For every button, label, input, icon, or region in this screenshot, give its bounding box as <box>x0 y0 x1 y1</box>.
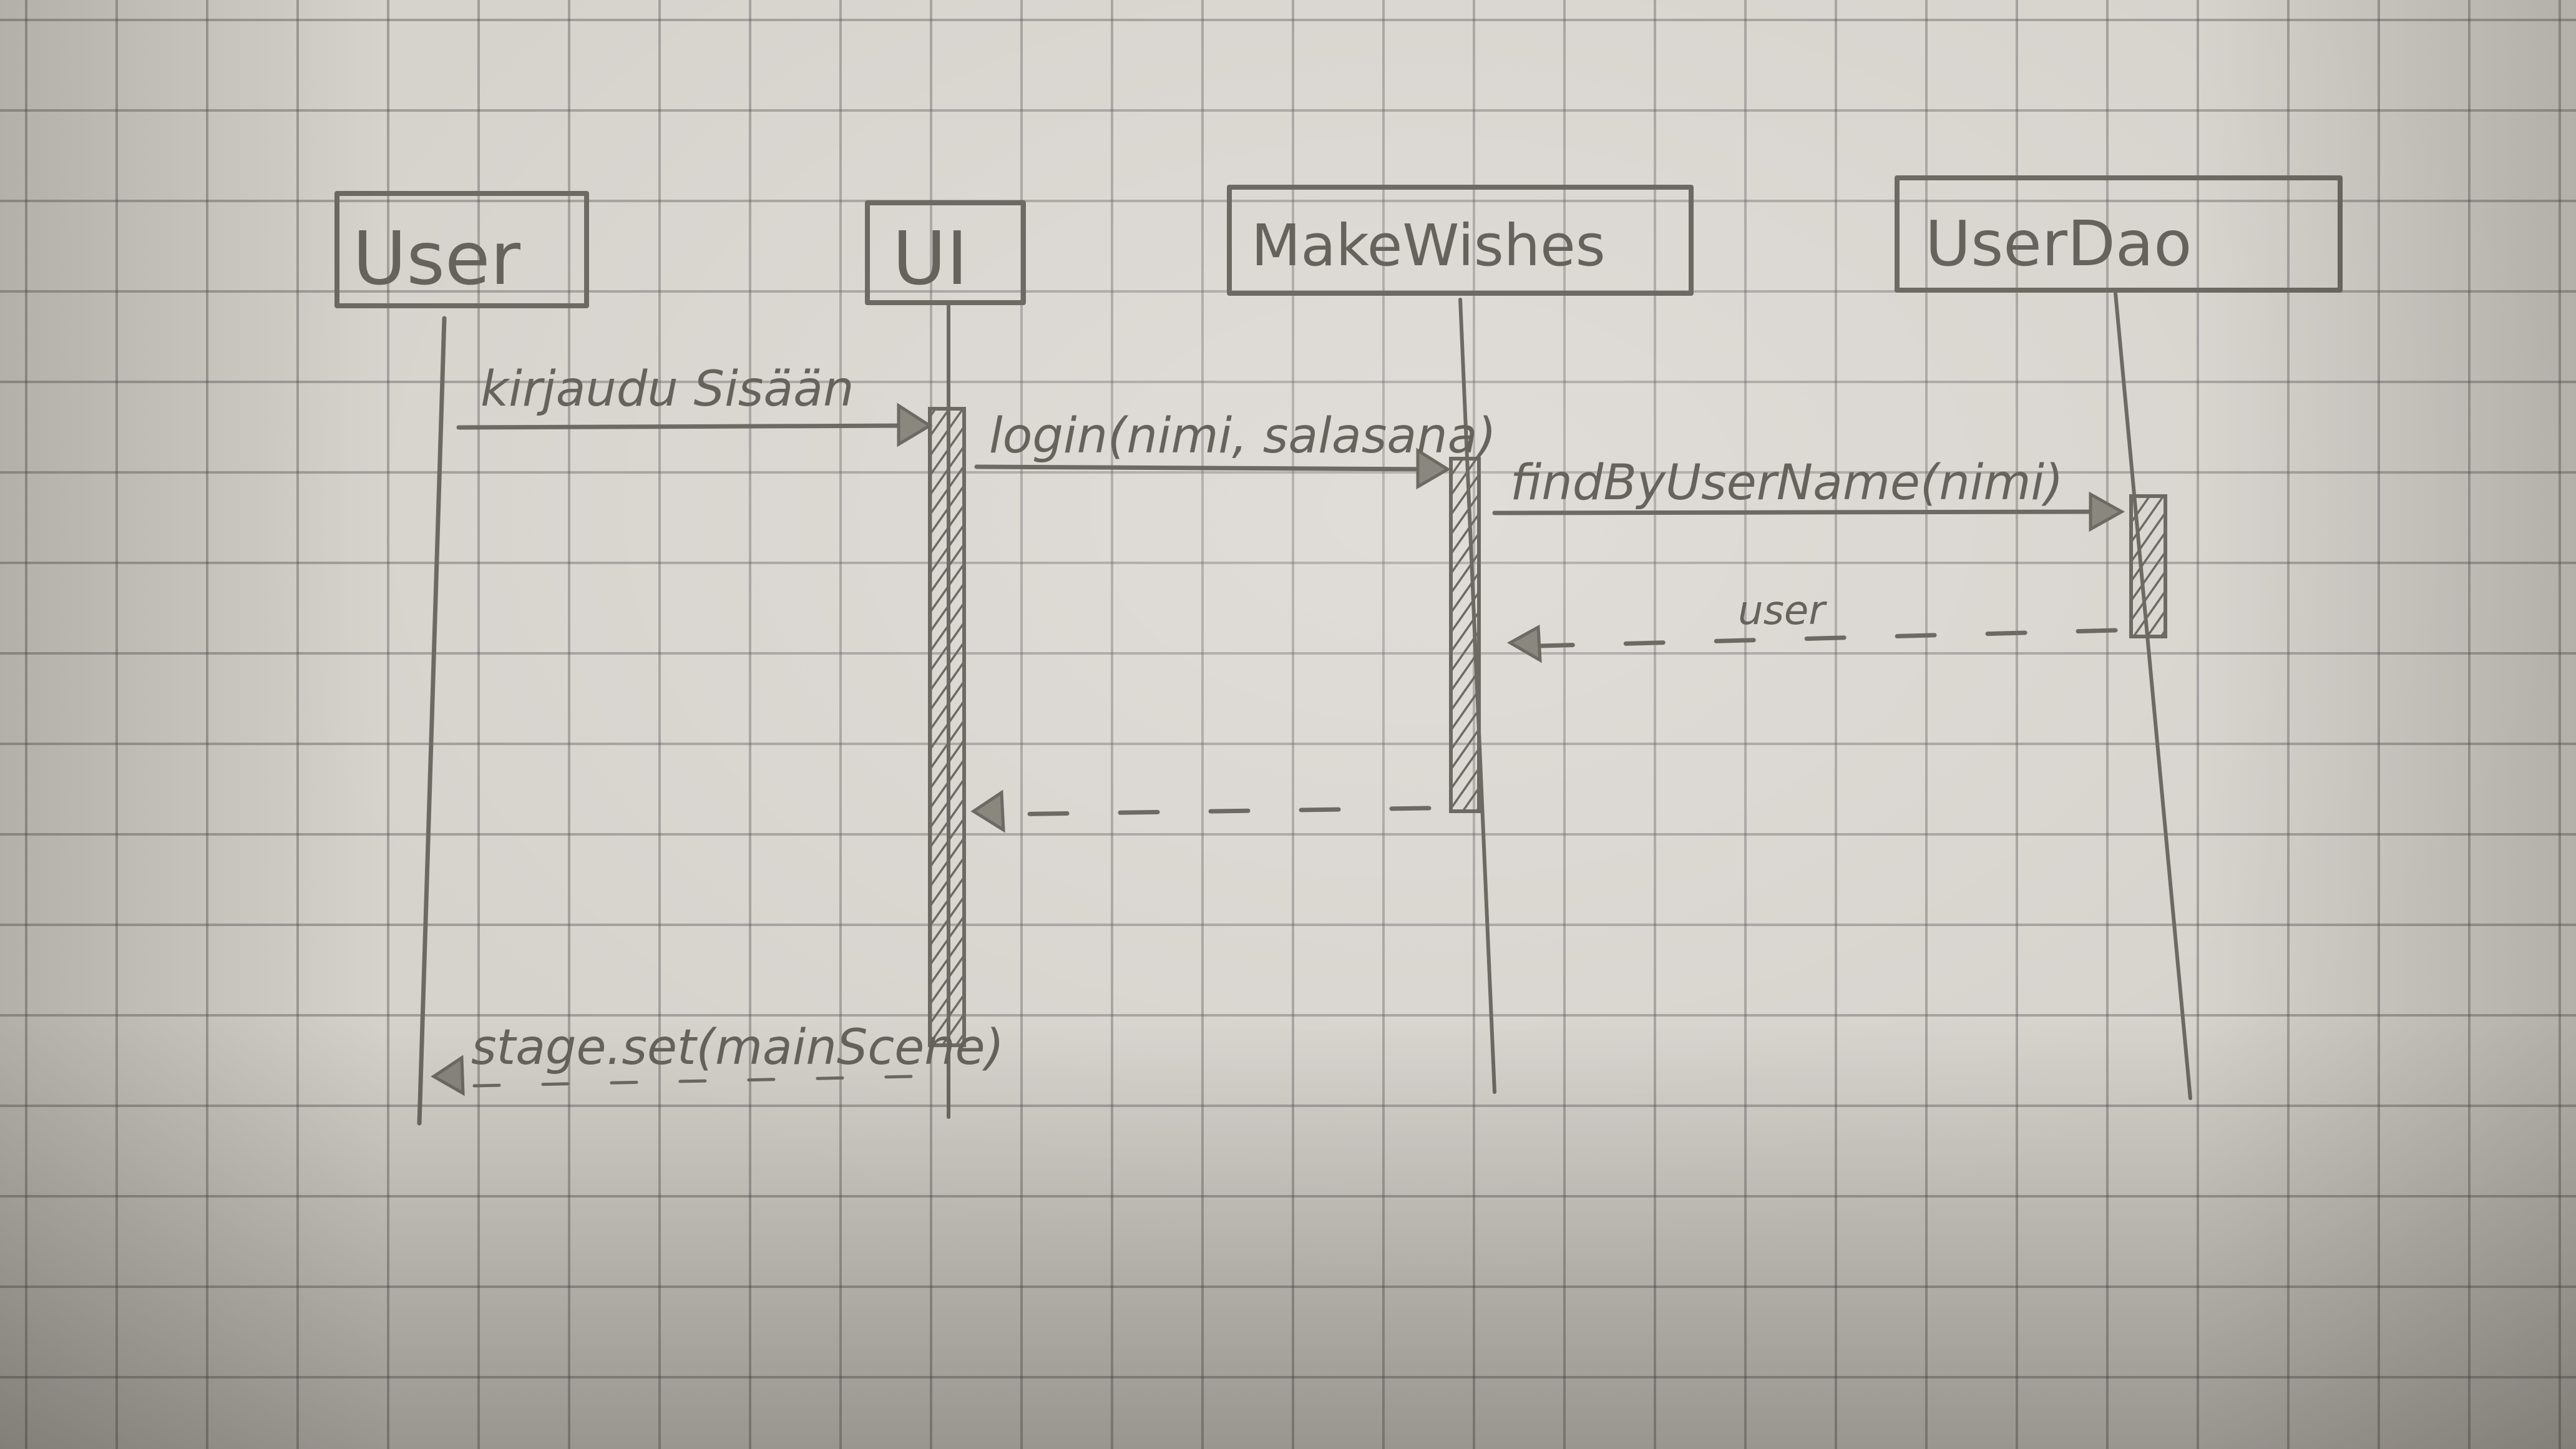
participant-makewishes: MakeWishes <box>1227 185 1694 296</box>
message-label: stage.set(mainScene) <box>471 1020 1004 1076</box>
message-label: login(nimi, salasana) <box>989 408 1496 464</box>
message-arrow-line <box>974 464 1438 472</box>
arrowhead-icon <box>1416 447 1451 490</box>
message-underline <box>472 1075 913 1088</box>
arrowhead-icon <box>2089 491 2125 532</box>
activation-bar-makewishes <box>1449 457 1481 813</box>
activation-bar-ui <box>928 407 966 1047</box>
participant-label: UserDao <box>1925 207 2192 280</box>
message-arrow-line <box>1492 509 2112 515</box>
message-return-ui <box>970 789 1432 833</box>
message-return-user: user <box>1506 588 2118 663</box>
participant-box <box>1895 175 2343 293</box>
message-label: kirjaudu Sisään <box>481 361 854 417</box>
message-kirjaudu-sisaan: kirjaudu Sisään <box>456 361 933 447</box>
participant-box <box>334 191 589 308</box>
participant-box <box>1227 185 1694 296</box>
participant-label: MakeWishes <box>1251 212 1606 279</box>
participant-box <box>865 200 1026 305</box>
participant-label: UI <box>892 215 968 301</box>
arrowhead-icon <box>1506 624 1542 663</box>
arrowhead-icon <box>970 789 1005 833</box>
message-findbyusername: findByUserName(nimi) <box>1492 455 2125 532</box>
participant-user: User <box>334 191 589 308</box>
participant-ui: UI <box>865 200 1026 305</box>
message-arrow-line <box>1002 806 1432 817</box>
message-arrow-line <box>1539 628 2118 648</box>
message-label: findByUserName(nimi) <box>1510 455 2064 511</box>
participant-label: User <box>353 215 520 301</box>
message-stage-set: stage.set(mainScene) <box>431 1020 1004 1096</box>
lifeline-user <box>417 316 447 1126</box>
arrowhead-icon <box>897 402 933 447</box>
activation-bar-userdao <box>2129 494 2167 638</box>
arrowhead-icon <box>431 1055 465 1096</box>
message-login: login(nimi, salasana) <box>974 408 1496 490</box>
participant-userdao: UserDao <box>1895 175 2343 293</box>
message-arrow-line <box>456 423 920 430</box>
lifeline-userdao <box>2114 291 2192 1100</box>
message-label: user <box>1738 588 1827 634</box>
